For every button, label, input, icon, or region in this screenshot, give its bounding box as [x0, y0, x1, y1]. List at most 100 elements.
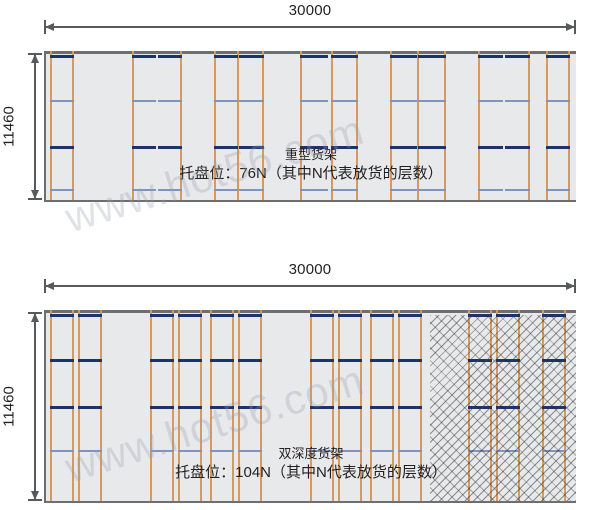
rack-upright — [568, 51, 570, 200]
dimension-arrow-right-icon — [566, 282, 575, 290]
rack-bay — [468, 310, 492, 501]
rack-bay — [150, 310, 174, 501]
rack-bay — [238, 310, 262, 501]
rack-beam — [300, 100, 328, 102]
rack-beam — [468, 450, 492, 452]
dimension-line — [34, 312, 36, 501]
rack-beam — [239, 100, 264, 102]
rack-beam — [158, 55, 182, 58]
dimension-line — [44, 26, 576, 28]
rack-upright — [180, 51, 182, 200]
rack-beam — [418, 100, 446, 102]
horizontal-dimension-bottom: 30000 — [44, 261, 576, 295]
rack-beam — [300, 189, 328, 191]
dimension-line — [34, 53, 36, 200]
rack-beam — [158, 100, 182, 102]
rack-beam — [78, 406, 102, 409]
rack-upright — [370, 310, 372, 501]
rack-beam — [78, 314, 102, 317]
rack-beam — [331, 189, 358, 191]
rack-upright — [50, 51, 52, 200]
rack-beam — [210, 450, 234, 452]
vertical-dimension-top: 11460 — [1, 53, 42, 200]
rack-beam — [238, 314, 262, 317]
rack-beam — [468, 314, 492, 317]
rack-upright — [100, 310, 102, 501]
rack-upright — [338, 310, 340, 501]
building-wall-top — [46, 51, 576, 54]
rack-beam — [50, 55, 74, 58]
rack-beam — [78, 359, 102, 362]
rack-upright — [260, 310, 262, 501]
rack-upright — [300, 51, 302, 200]
dimension-arrow-up-icon — [31, 313, 39, 322]
rack-beam — [542, 406, 566, 409]
rack-upright — [444, 51, 446, 200]
rack-bay — [542, 310, 566, 501]
vertical-dimension-bottom: 11460 — [1, 312, 42, 501]
rack-beam — [370, 314, 394, 317]
rack-bay — [78, 310, 102, 501]
rack-beam — [178, 450, 202, 452]
rack-upright — [310, 310, 312, 501]
rack-bay — [50, 51, 74, 200]
rack-beam — [78, 450, 102, 452]
rack-bay — [546, 51, 570, 200]
rack-beam — [390, 100, 417, 102]
rack-bay — [214, 51, 264, 200]
rack-beam — [398, 450, 422, 452]
rack-beam — [505, 146, 530, 149]
rack-beam — [468, 359, 492, 362]
rack-upright — [392, 310, 394, 501]
rack-beam — [418, 55, 446, 58]
rack-upright — [72, 310, 74, 501]
rack-upright — [546, 51, 548, 200]
rack-beam — [214, 100, 238, 102]
rack-beam — [505, 100, 530, 102]
rack-upright — [262, 51, 264, 200]
rack-upright — [200, 310, 202, 501]
rack-beam — [239, 189, 264, 191]
rack-upright — [390, 51, 392, 200]
rack-upright — [78, 310, 80, 501]
rack-beam — [178, 314, 202, 317]
rack-beam — [496, 359, 520, 362]
rack-beam — [390, 146, 417, 149]
rack-upright — [417, 51, 419, 200]
rack-upright — [237, 51, 239, 200]
rack-upright — [420, 310, 422, 501]
rack-beam — [370, 450, 394, 452]
rack-beam — [50, 146, 74, 149]
rack-upright — [150, 310, 152, 501]
rack-beam — [468, 406, 492, 409]
rack-beam — [132, 100, 156, 102]
rack-beam — [50, 314, 74, 317]
rack-beam — [150, 450, 174, 452]
rack-beam — [546, 189, 570, 191]
rack-beam — [150, 359, 174, 362]
dimension-arrow-down-icon — [31, 491, 39, 500]
rack-beam — [398, 359, 422, 362]
rack-upright — [398, 310, 400, 501]
rack-bay — [496, 310, 520, 501]
rack-beam — [418, 146, 446, 149]
rack-beam — [370, 406, 394, 409]
rack-bay — [178, 310, 202, 501]
rack-beam — [478, 146, 503, 149]
panel-double-deep-racking: 30000 11460 — [0, 255, 600, 510]
warehouse-layout-top: 重型货架 托盘位：76N（其中N代表放货的层数） — [44, 51, 576, 202]
rack-bay — [310, 310, 334, 501]
rack-beam — [50, 100, 74, 102]
rack-beam — [418, 189, 446, 191]
rack-upright — [238, 310, 240, 501]
rack-upright — [478, 51, 480, 200]
rack-upright — [232, 310, 234, 501]
rack-bay — [338, 310, 362, 501]
rack-bay — [50, 310, 74, 501]
dimension-arrow-up-icon — [31, 54, 39, 63]
rack-beam — [331, 146, 358, 149]
rack-beam — [300, 55, 328, 58]
rack-beam — [546, 146, 570, 149]
rack-beam — [505, 189, 530, 191]
